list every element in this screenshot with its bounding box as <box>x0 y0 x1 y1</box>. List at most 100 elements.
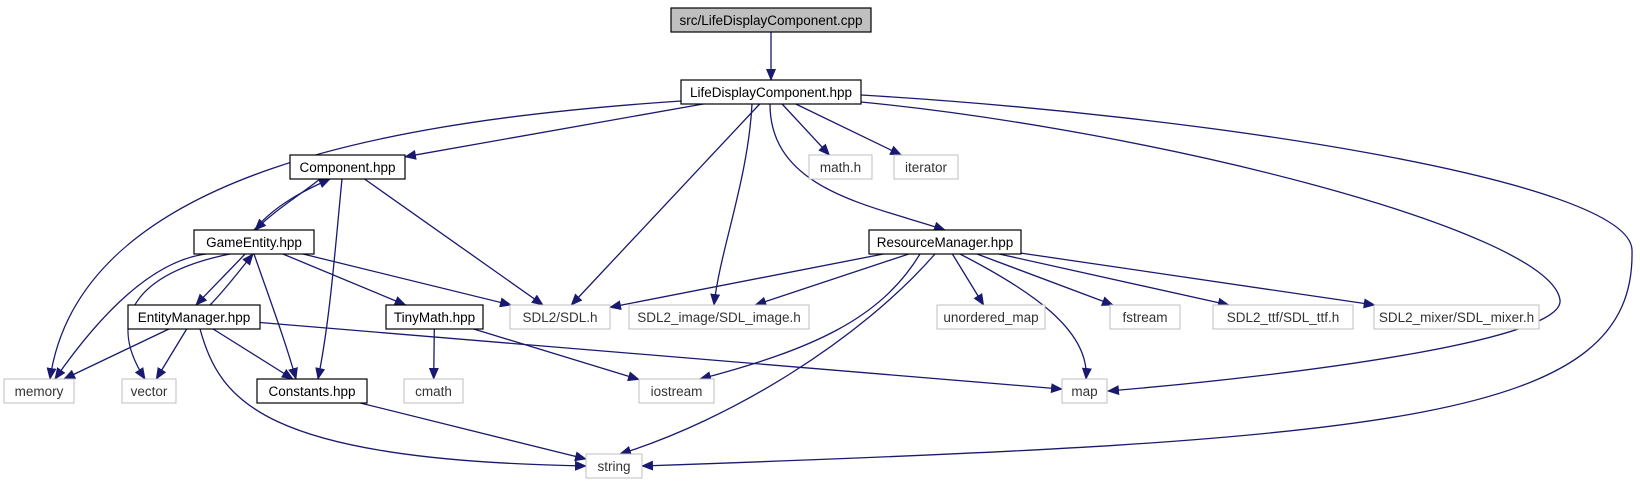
node-box <box>1109 304 1181 330</box>
node-box <box>936 304 1046 330</box>
edge-ge-to-em <box>195 253 246 306</box>
edge-ldchpp-to-sdlimg <box>710 103 753 306</box>
node-label: fstream <box>1122 310 1167 325</box>
node-iostream: iostream <box>638 378 715 404</box>
node-ge[interactable]: GameEntity.hpp <box>193 229 315 255</box>
node-box <box>385 304 484 330</box>
node-label: unordered_map <box>943 310 1038 325</box>
edge-rm-to-sdl <box>609 253 884 311</box>
node-box <box>509 304 611 330</box>
node-box <box>3 378 75 404</box>
node-em[interactable]: EntityManager.hpp <box>127 304 261 330</box>
node-mathh: math.h <box>808 154 873 180</box>
edge-ge-to-vector <box>127 253 231 380</box>
edge-comp-to-sdl <box>364 178 544 306</box>
edge-ge-to-sdl <box>302 253 512 308</box>
edge-tm-to-iostream <box>473 328 640 382</box>
node-label: TinyMath.hpp <box>394 310 475 325</box>
edge-ldchpp-to-map <box>860 101 1561 396</box>
edge-em-to-map <box>259 321 1063 394</box>
node-label: GameEntity.hpp <box>206 235 302 250</box>
node-label: SDL2/SDL.h <box>522 310 597 325</box>
node-sdlimg: SDL2_image/SDL_image.h <box>628 304 810 330</box>
edge-rm-to-string <box>619 253 936 456</box>
node-tm[interactable]: TinyMath.hpp <box>385 304 484 330</box>
node-root[interactable]: src/LifeDisplayComponent.cpp <box>670 7 872 33</box>
node-box <box>256 378 368 404</box>
node-comp[interactable]: Component.hpp <box>289 154 406 180</box>
node-label: cmath <box>415 384 452 399</box>
node-label: src/LifeDisplayComponent.cpp <box>679 13 862 28</box>
node-iter: iterator <box>893 154 959 180</box>
node-box <box>1212 304 1354 330</box>
edge-rm-to-mixer <box>1020 252 1376 309</box>
node-box <box>193 229 315 255</box>
node-vector: vector <box>121 378 177 404</box>
edge-ge-to-tm <box>282 253 407 306</box>
node-label: SDL2_mixer/SDL_mixer.h <box>1379 310 1534 325</box>
node-label: ResourceManager.hpp <box>877 235 1014 250</box>
edge-em-to-string <box>199 328 587 471</box>
node-label: vector <box>131 384 168 399</box>
node-box <box>289 154 406 180</box>
node-ttf: SDL2_ttf/SDL_ttf.h <box>1212 304 1354 330</box>
edge-const-to-string <box>360 402 587 462</box>
edge-ldchpp-to-rm <box>769 103 946 232</box>
node-umap: unordered_map <box>936 304 1046 330</box>
node-label: LifeDisplayComponent.hpp <box>690 85 852 100</box>
edge-em-to-ge <box>209 253 254 306</box>
edge-comp-to-const <box>315 178 343 380</box>
node-box <box>127 304 261 330</box>
node-label: SDL2_ttf/SDL_ttf.h <box>1227 310 1340 325</box>
node-label: iostream <box>651 384 703 399</box>
node-map: map <box>1061 378 1108 404</box>
node-box <box>868 229 1022 255</box>
node-label: math.h <box>820 160 861 175</box>
node-box <box>585 453 643 479</box>
edge-em-to-memory <box>63 328 170 380</box>
node-memory: memory <box>3 378 75 404</box>
node-box <box>1061 378 1108 404</box>
edge-ldchpp-to-string <box>641 94 1633 471</box>
edge-comp-to-ge <box>254 178 321 231</box>
node-label: string <box>597 459 630 474</box>
edge-rm-to-map <box>959 253 1092 380</box>
node-label: memory <box>15 384 64 399</box>
node-box <box>121 378 177 404</box>
node-fstream: fstream <box>1109 304 1181 330</box>
edge-rm-to-ttf <box>998 253 1230 308</box>
edge-rm-to-iostream <box>699 253 921 382</box>
node-sdl: SDL2/SDL.h <box>509 304 611 330</box>
node-box <box>1373 304 1540 330</box>
node-rm[interactable]: ResourceManager.hpp <box>868 229 1022 255</box>
node-label: SDL2_image/SDL_image.h <box>637 310 801 325</box>
edge-rm-to-sdlimg <box>754 253 910 307</box>
node-cmath: cmath <box>403 378 464 404</box>
node-box <box>680 79 862 105</box>
node-const[interactable]: Constants.hpp <box>256 378 368 404</box>
node-string: string <box>585 453 643 479</box>
edge-ge-to-const <box>253 253 298 380</box>
node-box <box>670 7 872 33</box>
node-mixer: SDL2_mixer/SDL_mixer.h <box>1373 304 1540 330</box>
node-box <box>628 304 810 330</box>
node-box <box>638 378 715 404</box>
edge-em-to-vector <box>155 328 188 380</box>
node-label: map <box>1071 384 1097 399</box>
edge-rm-to-umap <box>951 253 985 306</box>
node-box <box>808 154 873 180</box>
edge-ldchpp-to-sdl <box>570 103 761 306</box>
node-box <box>893 154 959 180</box>
edge-ldchpp-to-memory <box>46 100 682 380</box>
node-ldchpp[interactable]: LifeDisplayComponent.hpp <box>680 79 862 105</box>
edge-ldchpp-to-comp <box>404 103 704 160</box>
node-label: Component.hpp <box>299 160 395 175</box>
edge-tm-to-cmath <box>428 328 439 380</box>
edge-rm-to-fstream <box>976 253 1114 306</box>
edge-ldchpp-to-iter <box>795 103 903 156</box>
edge-ge-to-comp <box>253 178 331 231</box>
node-label: iterator <box>905 160 948 175</box>
node-box <box>403 378 464 404</box>
node-label: Constants.hpp <box>268 384 355 399</box>
